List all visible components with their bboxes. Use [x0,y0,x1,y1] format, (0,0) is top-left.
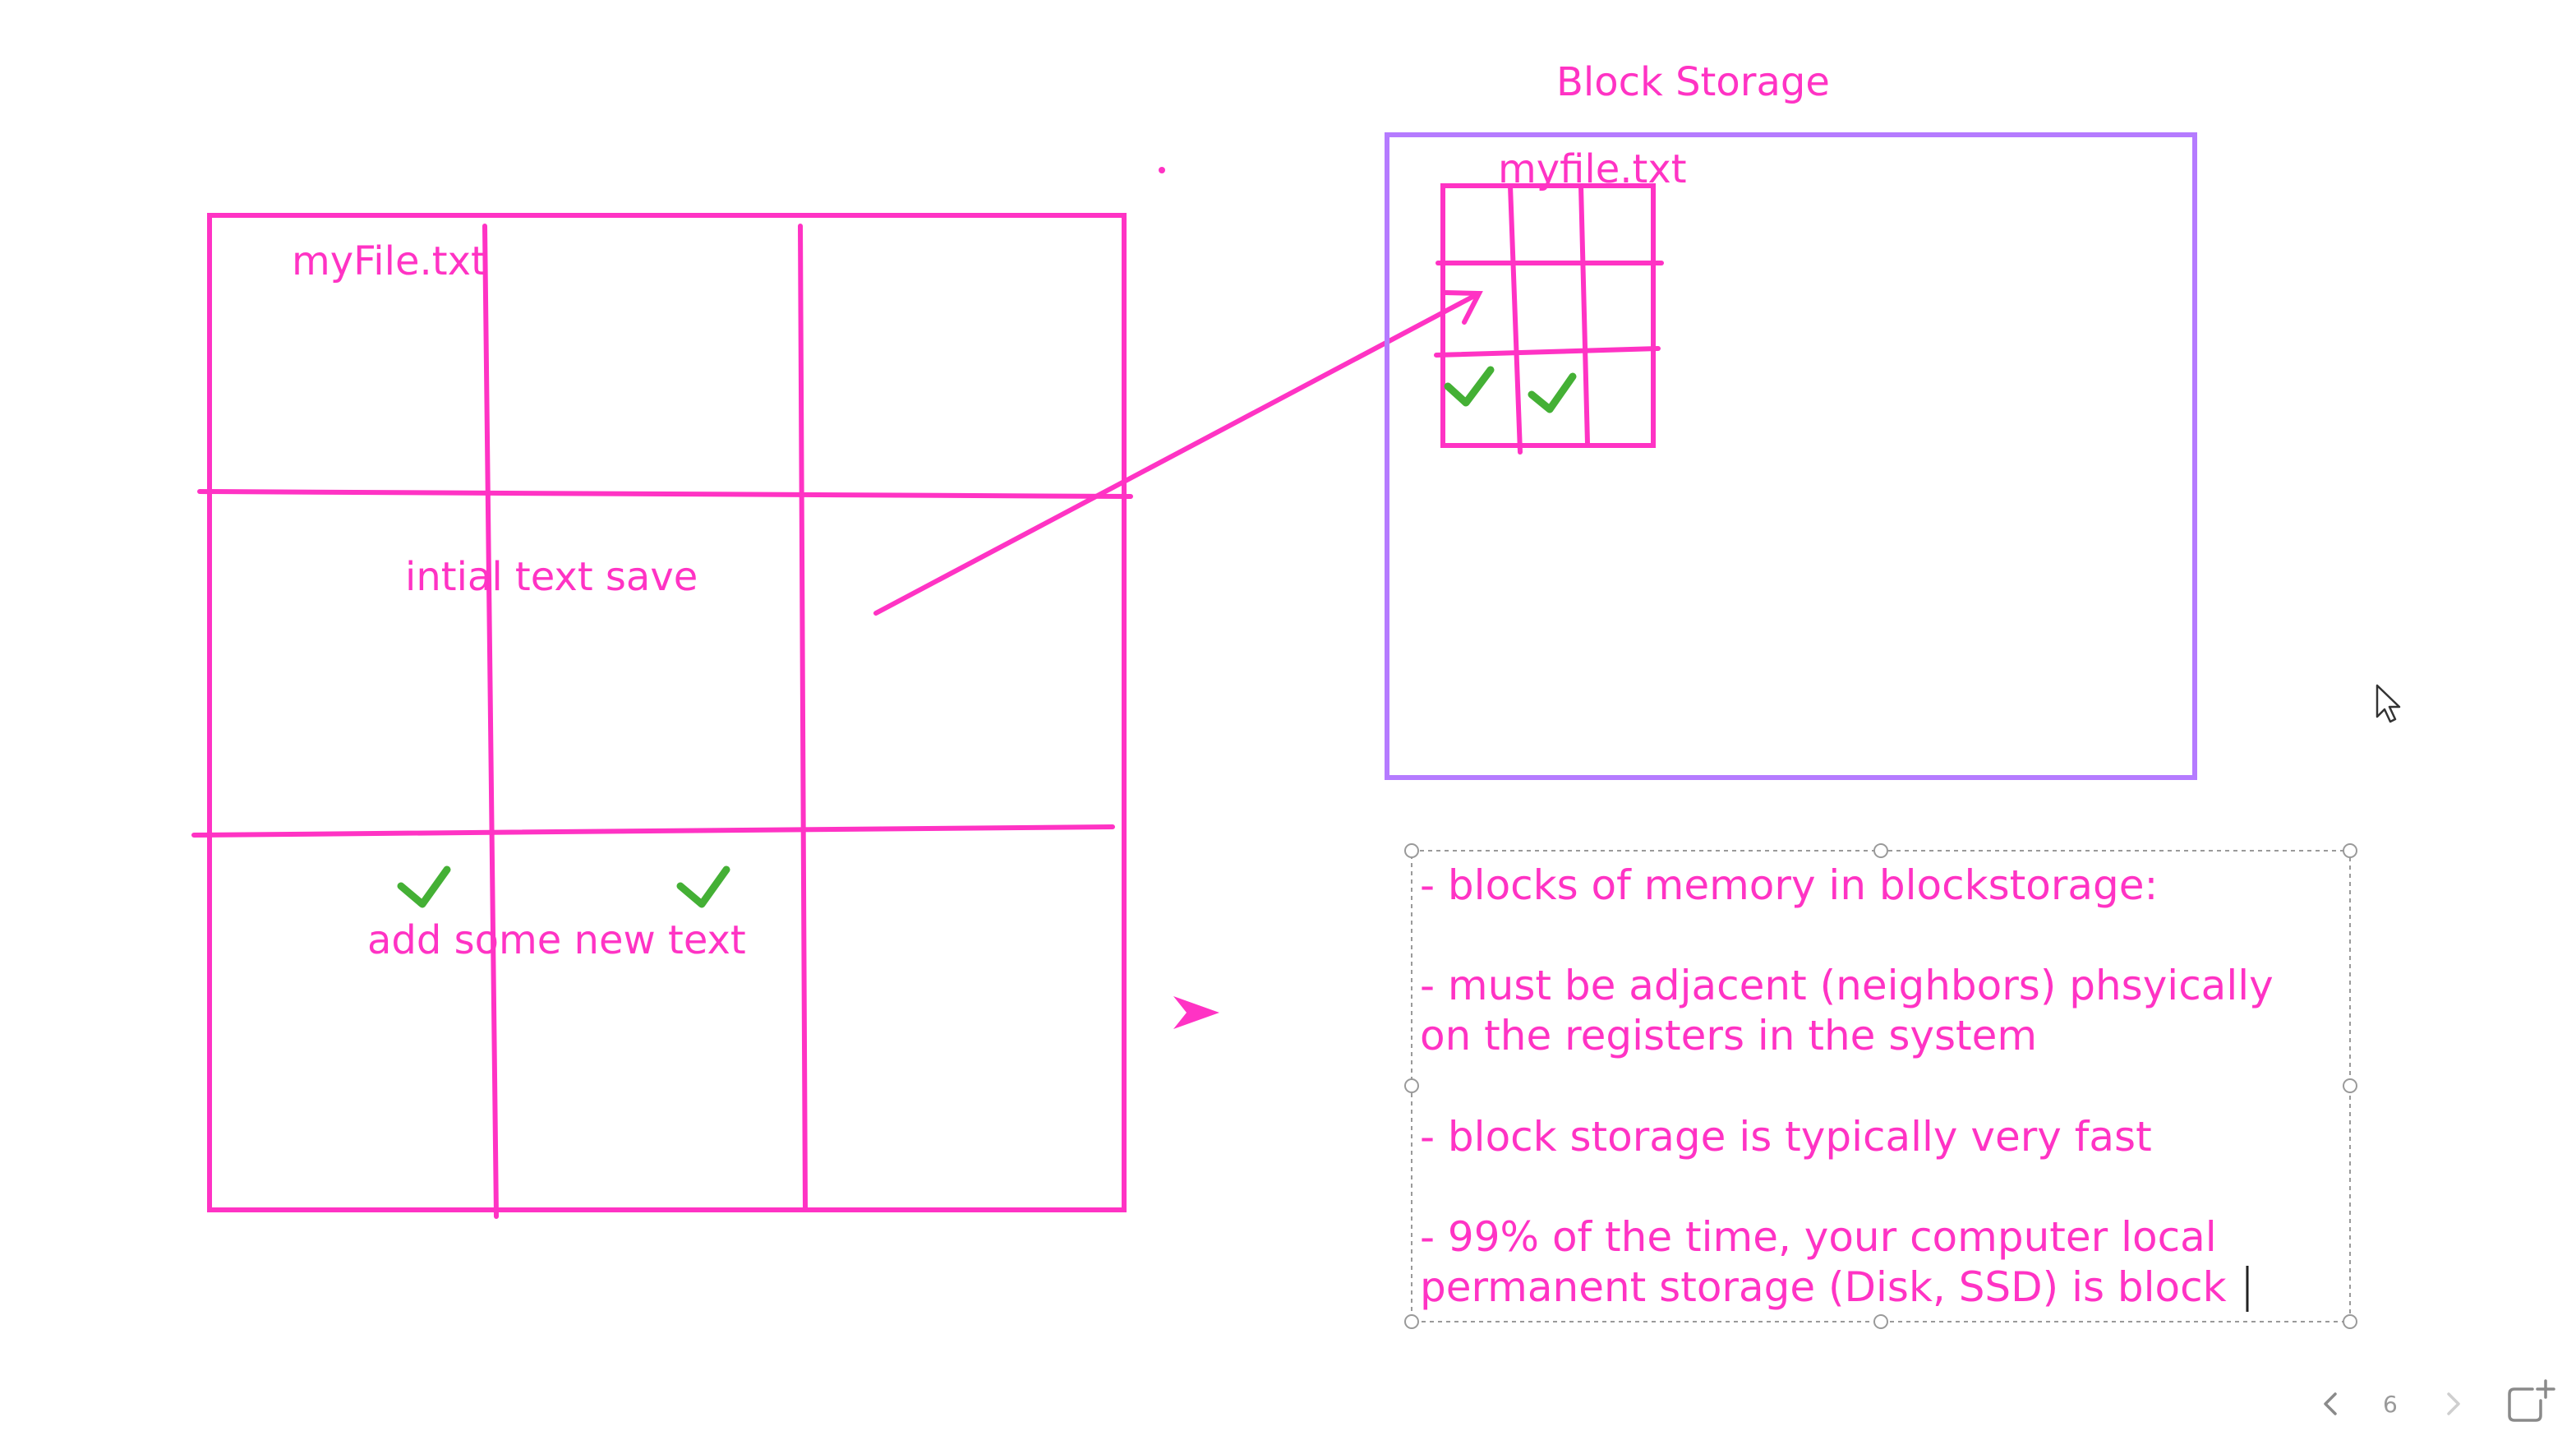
file-grid-border [207,213,1127,1212]
block-grid-horizontal-line-2 [1434,346,1661,358]
stray-dot [1159,167,1165,173]
notes-line: - 99% of the time, your computer local [1420,1213,2217,1261]
resize-handle[interactable] [1404,1078,1419,1093]
check-icon [1444,366,1495,407]
block-grid-vertical-line-1 [1508,183,1523,455]
chevron-left-icon[interactable] [2324,1392,2337,1415]
block-storage-box[interactable] [1385,132,2197,780]
block-storage-grid[interactable] [1434,183,1664,455]
file-grid-title: myFile.txt [292,238,486,284]
file-grid-drawing[interactable] [191,213,1133,1219]
notes-text-box[interactable]: - blocks of memory in blockstorage: - mu… [1404,843,2357,1329]
initial-text-label: intial text save [405,554,698,600]
arrowhead-marker-icon [1173,996,1219,1029]
notes-line: - blocks of memory in blockstorage: [1420,861,2158,909]
grid-horizontal-line-1 [197,489,1133,499]
chevron-right-icon[interactable] [2447,1392,2460,1415]
resize-handle[interactable] [1404,843,1419,858]
resize-handle[interactable] [1873,843,1888,858]
resize-handles[interactable] [1404,843,2357,1329]
resize-handle[interactable] [2343,843,2357,858]
resize-handle[interactable] [2343,1314,2357,1329]
block-grid-border [1440,183,1656,448]
check-icon [676,865,730,908]
new-text-label: add some new text [367,917,746,963]
grid-vertical-line-1 [482,224,499,1219]
resize-handle[interactable] [2343,1078,2357,1093]
grid-horizontal-line-2 [191,824,1115,838]
page-number: 6 [2383,1391,2398,1418]
block-grid-vertical-line-2 [1578,183,1590,446]
notes-line: - block storage is typically very fast [1420,1113,2152,1161]
grid-vertical-line-2 [798,224,808,1212]
notes-line: permanent storage (Disk, SSD) is block [1420,1263,2227,1311]
notes-line: - must be adjacent (neighbors) phsyicall… [1420,962,2274,1009]
mouse-pointer-icon [2376,684,2401,723]
notes-line: on the registers in the system [1420,1012,2037,1059]
resize-handle[interactable] [1404,1314,1419,1329]
check-icon [397,865,451,908]
resize-handle[interactable] [1873,1314,1888,1329]
arrow-to-block-storage[interactable] [873,290,1483,616]
pager: 6 [2324,1379,2555,1422]
add-page-icon[interactable] [2508,1379,2555,1422]
block-storage-title: Block Storage [1556,59,1830,105]
check-icon [1528,372,1577,413]
